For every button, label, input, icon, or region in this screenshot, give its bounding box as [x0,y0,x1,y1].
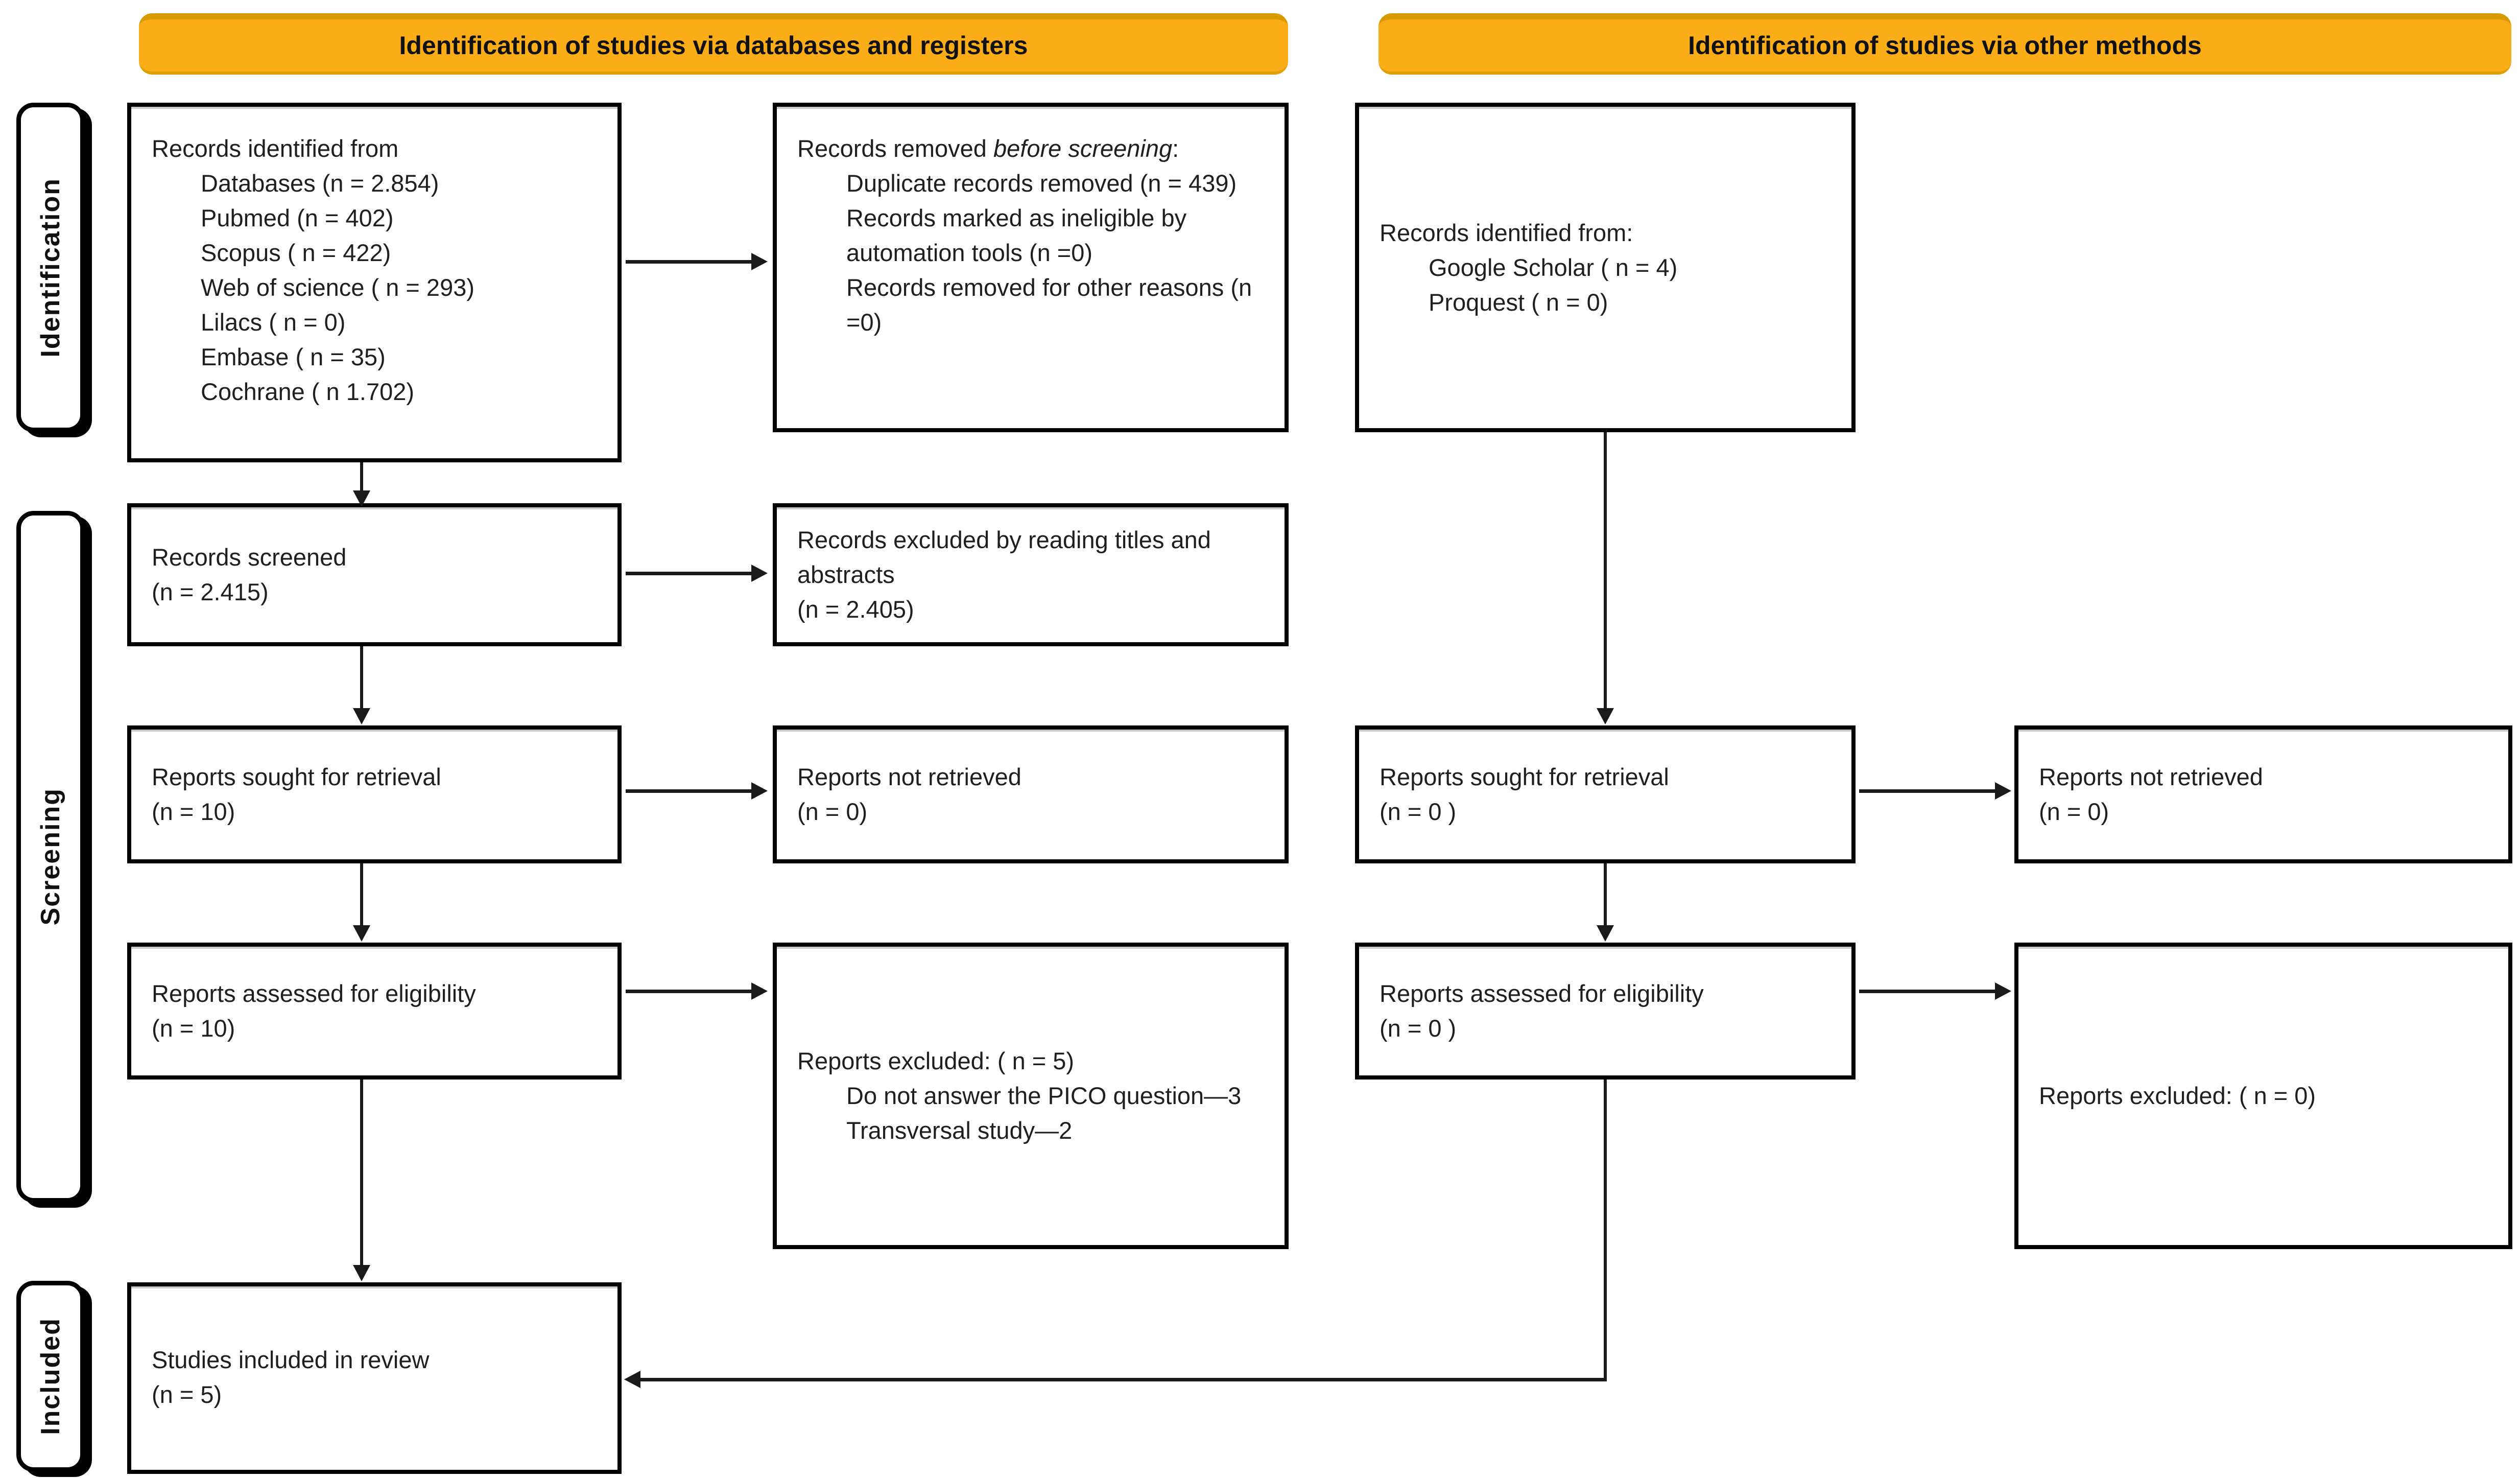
box-item: Duplicate records removed (n = 439) [846,170,1237,197]
box-count: (n = 10) [152,798,235,825]
box-title: Records identified from [152,135,399,162]
arrow-other-assessed-to-included-vline [1604,1080,1607,1381]
box-item: Cochrane ( n 1.702) [201,378,415,405]
arrow-assessed-to-included-head [353,1265,370,1281]
arrow-sought-to-notretrieved-line [626,789,752,793]
box-item: Lilacs ( n = 0) [201,309,346,336]
arrow-assessed-to-included-line [360,1080,363,1266]
flow-box-records-excluded-reading: Records excluded by reading titles and a… [773,503,1289,646]
flow-box-records-identified-other: Records identified from: Google Scholar … [1355,103,1856,432]
flow-box-reports-sought-databases: Reports sought for retrieval (n = 10) [127,725,622,863]
arrow-sought-to-assessed-line [360,863,363,927]
box-title: Reports excluded: ( n = 5) [797,1047,1075,1074]
box-item: Proquest ( n = 0) [1429,288,1608,316]
box-title: Records screened [152,544,347,571]
stage-screening-label: Screening [36,788,65,926]
stage-screening: Screening [16,511,85,1203]
box-title: Records removed before screening: [797,131,1266,166]
box-item: Databases (n = 2.854) [201,170,439,197]
arrow-assessed-to-excluded-line [626,990,752,993]
flow-box-reports-assessed-other: Reports assessed for eligibility (n = 0 … [1355,943,1856,1080]
box-title: Reports excluded: ( n = 0) [2039,1082,2316,1109]
stage-identification: Identification [16,103,85,432]
arrow-screened-to-excluded-head [751,565,768,582]
box-title: Studies included in review [152,1346,430,1373]
box-item: Transversal study—2 [846,1117,1073,1144]
flow-box-records-screened: Records screened (n = 2.415) [127,503,622,646]
box-item: Scopus ( n = 422) [201,239,391,266]
arrow-identified-to-screened-head [353,490,370,507]
box-item: Records removed for other reasons (n =0) [846,274,1252,336]
stage-identification-label: Identification [36,177,65,358]
arrow-screened-to-excluded-line [626,572,752,575]
box-item-list: Duplicate records removed (n = 439) Reco… [797,166,1266,340]
arrow-other-identified-to-sought-line [1604,432,1607,708]
box-item-list: Google Scholar ( n = 4) Proquest ( n = 0… [1380,250,1833,320]
box-title-italic: before screening [993,135,1173,162]
flow-box-records-removed-before-screening: Records removed before screening: Duplic… [773,103,1289,432]
arrow-assessed-to-excluded-head [751,982,768,1000]
box-title: Records identified from: [1380,219,1633,246]
arrow-other-sought-to-notretrieved-head [1995,782,2011,800]
box-item: Embase ( n = 35) [201,343,386,370]
box-item: Pubmed (n = 402) [201,204,394,231]
flow-box-studies-included: Studies included in review (n = 5) [127,1282,622,1474]
flow-box-reports-not-retrieved-other: Reports not retrieved (n = 0) [2014,725,2512,863]
box-item: Web of science ( n = 293) [201,274,475,301]
arrow-screened-to-sought-line [360,646,363,710]
box-title: Reports assessed for eligibility [152,980,476,1007]
box-count: (n = 0 ) [1380,798,1457,825]
box-count: (n = 5) [152,1381,222,1408]
arrow-other-identified-to-sought-head [1597,708,1614,724]
box-count: (n = 2.405) [797,596,914,623]
box-title: Reports assessed for eligibility [1380,980,1704,1007]
box-count: (n = 0 ) [1380,1015,1457,1042]
header-other-methods-label: Identification of studies via other meth… [1688,31,2202,60]
flow-box-records-identified-databases: Records identified from Databases (n = 2… [127,103,622,462]
stage-included-label: Included [36,1318,65,1435]
box-title-text: Records removed [797,135,993,162]
box-item-list: Databases (n = 2.854) Pubmed (n = 402) S… [152,166,599,409]
box-item-list: Do not answer the PICO question—3 Transv… [797,1078,1266,1148]
header-other-methods: Identification of studies via other meth… [1378,13,2511,75]
arrow-screened-to-sought-head [353,708,370,724]
box-title: Reports not retrieved [2039,763,2263,790]
arrow-other-assessed-to-excluded-head [1995,982,2011,1000]
box-count: (n = 0) [797,798,868,825]
arrow-identified-to-screened-line [360,462,363,493]
arrow-other-sought-to-assessed-head [1597,925,1614,942]
arrow-other-assessed-to-included-head [624,1371,640,1388]
box-title: Reports sought for retrieval [152,763,441,790]
header-databases-registers: Identification of studies via databases … [139,13,1288,75]
arrow-identified-to-removed-line [626,260,752,264]
box-item: Do not answer the PICO question—3 [846,1082,1242,1109]
box-title: Reports not retrieved [797,763,1021,790]
arrow-sought-to-notretrieved-head [751,782,768,800]
box-count: (n = 2.415) [152,578,269,605]
arrow-other-sought-to-assessed-line [1604,863,1607,927]
arrow-other-sought-to-notretrieved-line [1859,789,1996,793]
box-title: Reports sought for retrieval [1380,763,1669,790]
arrow-sought-to-assessed-head [353,925,370,942]
box-item: Records marked as ineligible by automati… [846,204,1187,266]
flow-box-reports-excluded-other: Reports excluded: ( n = 0) [2014,943,2512,1249]
flow-box-reports-sought-other: Reports sought for retrieval (n = 0 ) [1355,725,1856,863]
header-databases-registers-label: Identification of studies via databases … [399,31,1028,60]
flow-box-reports-assessed-databases: Reports assessed for eligibility (n = 10… [127,943,622,1080]
stage-included: Included [16,1281,85,1472]
box-title-colon: : [1172,135,1179,162]
box-count: (n = 10) [152,1015,235,1042]
box-title: Records excluded by reading titles and a… [797,526,1211,588]
arrow-other-assessed-to-included-hline [640,1378,1607,1381]
arrow-other-assessed-to-excluded-line [1859,990,1996,993]
flow-box-reports-excluded-databases: Reports excluded: ( n = 5) Do not answer… [773,943,1289,1249]
box-item: Google Scholar ( n = 4) [1429,253,1678,281]
box-count: (n = 0) [2039,798,2109,825]
arrow-identified-to-removed-head [751,253,768,270]
flow-box-reports-not-retrieved-databases: Reports not retrieved (n = 0) [773,725,1289,863]
